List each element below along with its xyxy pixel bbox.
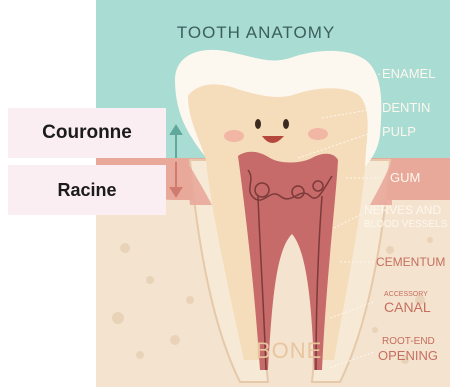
label-pulp: PULP [382, 124, 416, 139]
label-rootend-line2: OPENING [378, 348, 438, 363]
label-bone: BONE [256, 338, 322, 363]
label-nerves-line1: NERVES AND [364, 203, 441, 217]
label-accessory-line2: CANAL [384, 299, 431, 315]
label-accessory-line1: ACCESSORY [384, 291, 428, 298]
label-cementum: CEMENTUM [376, 255, 445, 269]
root-label: Racine [8, 165, 166, 215]
label-rootend-line1: ROOT-END [382, 336, 435, 347]
label-enamel: ENAMEL [382, 66, 435, 81]
diagram-title: TOOTH ANATOMY [177, 23, 335, 42]
label-nerves-line2: BLOOD VESSELS [364, 219, 448, 230]
label-gum: GUM [390, 170, 420, 185]
crown-label: Couronne [8, 108, 166, 158]
label-dentin: DENTIN [382, 100, 430, 115]
